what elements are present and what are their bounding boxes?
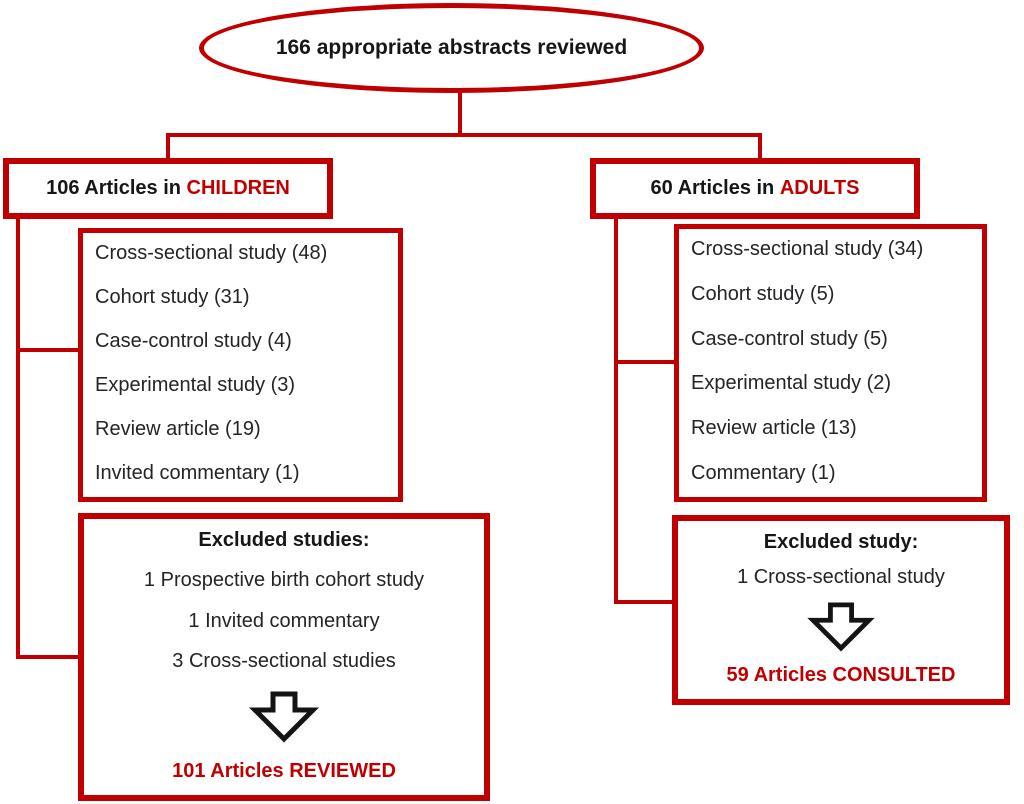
children-studies-node: Cross-sectional study (48) Cohort study … — [78, 228, 403, 502]
study-type-item: Cross-sectional study (48) — [95, 242, 328, 264]
children-header-node: 106 Articles in CHILDREN — [3, 158, 333, 219]
connector-root-stem — [458, 90, 462, 135]
study-type-item: Case-control study (5) — [691, 327, 888, 350]
study-type-item: Review article (19) — [95, 418, 261, 440]
connector-children-excluded-stub — [16, 655, 80, 659]
study-type-item: Cohort study (5) — [691, 282, 835, 305]
adults-header-highlight: ADULTS — [779, 177, 860, 199]
children-header-count: 106 Articles in — [46, 177, 187, 199]
study-type-item: Case-control study (4) — [95, 330, 292, 352]
study-type-item: Experimental study (3) — [95, 374, 296, 396]
connector-children-studies-stub — [16, 348, 80, 352]
study-type-item: Review article (13) — [691, 417, 857, 440]
excluded-title: Excluded study: — [763, 531, 919, 553]
connector-adults-drop — [758, 133, 762, 160]
children-excluded-node: Excluded studies: 1 Prospective birth co… — [78, 513, 490, 801]
connector-adults-excluded-stub — [614, 600, 674, 604]
connector-adults-rail — [614, 216, 618, 604]
adults-header-count: 60 Articles in — [650, 177, 780, 199]
adults-excluded-node: Excluded study: 1 Cross-sectional study … — [672, 515, 1010, 705]
adults-result-label: 59 Articles CONSULTED — [726, 663, 956, 686]
study-type-item: Experimental study (2) — [691, 372, 892, 395]
excluded-item: 1 Cross-sectional study — [737, 566, 945, 589]
root-node: 166 appropriate abstracts reviewed — [199, 3, 704, 93]
adults-header-node: 60 Articles in ADULTS — [590, 158, 920, 219]
excluded-item: 1 Prospective birth cohort study — [143, 569, 425, 592]
excluded-item: 3 Cross-sectional studies — [172, 650, 396, 673]
children-result-label: 101 Articles REVIEWED — [172, 759, 396, 782]
connector-branch-bar — [166, 133, 762, 137]
excluded-item: 1 Invited commentary — [188, 609, 380, 632]
down-arrow-icon — [804, 602, 878, 652]
excluded-title: Excluded studies: — [198, 529, 370, 551]
children-header-highlight: CHILDREN — [186, 177, 290, 199]
connector-adults-studies-stub — [614, 360, 674, 364]
down-arrow-icon — [247, 691, 321, 743]
study-type-item: Invited commentary (1) — [95, 462, 300, 484]
connector-children-drop — [166, 133, 170, 160]
study-type-item: Cohort study (31) — [95, 286, 250, 308]
root-label: 166 appropriate abstracts reviewed — [275, 36, 628, 59]
connector-children-rail — [16, 216, 20, 659]
adults-studies-node: Cross-sectional study (34) Cohort study … — [674, 224, 987, 502]
study-type-item: Commentary (1) — [691, 461, 836, 484]
study-type-item: Cross-sectional study (34) — [691, 238, 924, 260]
